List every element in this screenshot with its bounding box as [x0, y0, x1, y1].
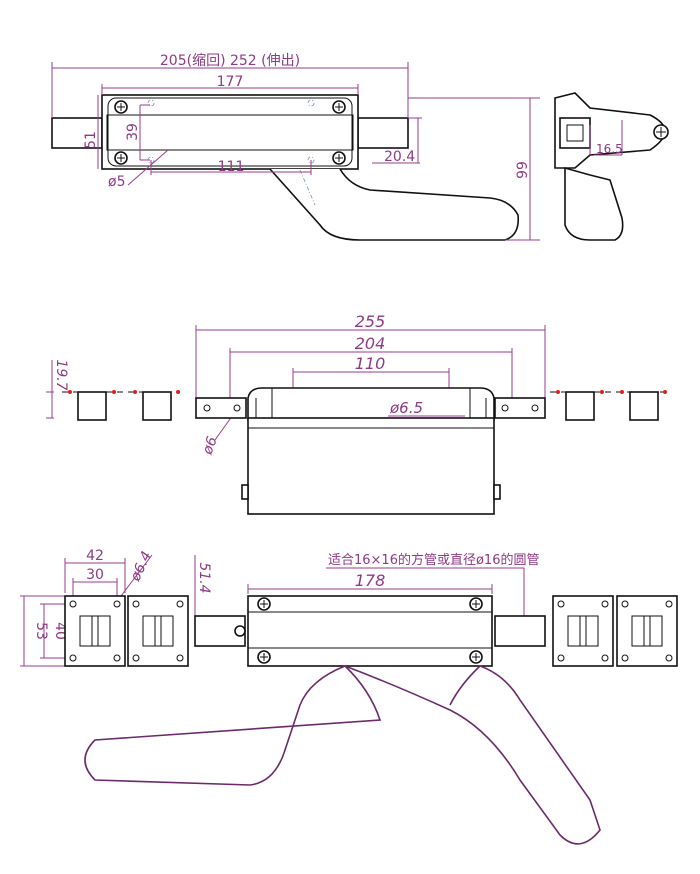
dim-plate-width: 42: [86, 548, 104, 564]
bottom-body: [247, 595, 493, 667]
dim-line: [372, 117, 422, 164]
dim-plate-height: 53: [33, 622, 49, 640]
body-center-band: [106, 114, 354, 151]
mounting-plates: [64, 595, 678, 667]
handle-right: [344, 665, 601, 845]
front-body-knob-right: [493, 484, 501, 500]
front-view: 255 204 110 19.7 ø6 ø6.5: [46, 312, 667, 515]
screw-icon-cross: [656, 127, 666, 137]
top-view: 205(缩回) 252 (伸出) 177 51 39 111 ø5 20.4: [51, 53, 520, 241]
dim-bracket-height: 19.7: [53, 359, 69, 390]
tube-note: 适合16×16的方管或直径ø16的圆管: [328, 552, 539, 568]
side-bolt-inner: [566, 124, 584, 142]
front-body-knob-left: [241, 484, 249, 500]
dim-line: [292, 368, 450, 388]
dim-plate-hole-span: 30: [86, 567, 104, 583]
dim-body-length-bottom: 178: [355, 571, 386, 590]
dim-line: [195, 325, 546, 400]
dim-mount-span: 204: [355, 334, 386, 353]
dim-line: [101, 84, 359, 95]
dim-line: [51, 62, 409, 118]
lock-body: [101, 94, 359, 170]
note-leader: [326, 567, 525, 616]
screw-icons-bottom: [257, 597, 483, 664]
bolt-right: [357, 117, 409, 149]
bolt-knob: [234, 625, 246, 637]
dim-side-height: 99: [515, 161, 531, 179]
side-view: 99 16.5: [408, 92, 669, 241]
dim-line: [20, 595, 65, 667]
handle-left: [84, 665, 382, 786]
bottom-view: 42 30 ø6.4 53 40 51.4 适合16×16的方管或直径ø16的圆…: [20, 548, 678, 845]
front-body-top: [247, 387, 495, 421]
dim-bracket-hole: ø6: [199, 435, 220, 458]
dim-line: [127, 149, 169, 186]
dim-line: [64, 558, 126, 593]
mounting-tabs: [195, 397, 546, 419]
dim-hole-spacing-v: 39: [125, 123, 141, 141]
dim-line: [117, 554, 153, 601]
dim-side-bolt: 16.5: [596, 142, 623, 156]
dim-line: [589, 120, 623, 156]
bolt-left: [51, 117, 103, 149]
bolt-right-bottom: [494, 615, 546, 647]
side-bolt: [559, 117, 591, 149]
dim-hole-dia: ø5: [108, 174, 125, 190]
dim-bolt-size: 20.4: [384, 149, 415, 165]
dim-line: [150, 160, 312, 175]
dim-plate-hole-dia: ø6.4: [127, 549, 155, 585]
dim-overall: 255: [355, 312, 386, 331]
screw-icons: [114, 100, 346, 165]
dim-plate-hole-height: 40: [52, 622, 68, 640]
dim-line: [408, 97, 540, 241]
dim-body-length: 177: [217, 74, 244, 90]
tube-brackets: [62, 390, 667, 421]
bottom-body-band: [247, 611, 493, 649]
handle: [269, 168, 520, 241]
dim-line: [139, 104, 150, 161]
front-body: [247, 417, 495, 515]
dim-overall-length: 205(缩回) 252 (伸出): [160, 53, 300, 69]
dim-line: [247, 584, 493, 594]
dim-line: [46, 360, 54, 419]
dim-hole-spacing-h: 111: [218, 159, 245, 175]
dim-height: 51: [83, 131, 99, 149]
front-body-top-lines: [255, 388, 487, 418]
handle-centerline: [299, 169, 316, 206]
dim-bolt-height: 51.4: [196, 562, 212, 593]
body-inner-outline: [107, 97, 353, 167]
dim-inner-span: 110: [355, 354, 386, 373]
side-handle: [564, 166, 624, 241]
dim-front-hole: ø6.5: [389, 399, 423, 417]
